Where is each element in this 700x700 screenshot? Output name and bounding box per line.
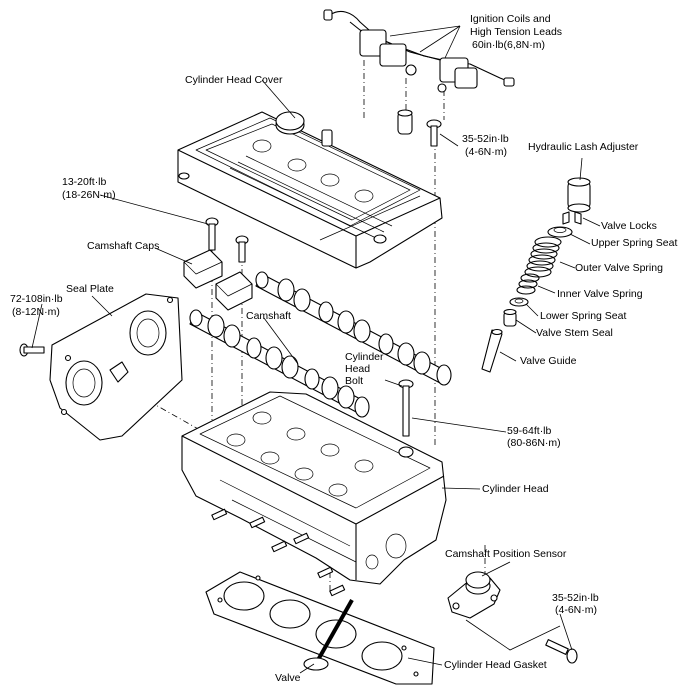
label-bolt-torque-1: 59-64ft·lb [507, 425, 552, 437]
label-cylinder-head: Cylinder Head [482, 483, 549, 495]
label-lower-spring-seat: Lower Spring Seat [540, 310, 627, 322]
sensor-bolt [545, 639, 578, 664]
inner-valve-spring [516, 273, 540, 295]
camshaft-lower [189, 309, 370, 418]
label-sensor-torque-2: (4-6N·m) [555, 604, 597, 616]
cap-bolt-1 [205, 217, 219, 251]
outer-valve-spring [524, 236, 562, 278]
seal-plate [49, 293, 183, 441]
cylinder-head-gasket [205, 571, 435, 685]
camshaft-position-sensor [447, 571, 501, 619]
label-sensor-torque-1: 35-52in·lb [552, 592, 599, 604]
upper-spring-seat [547, 226, 573, 238]
hydraulic-lash-adjuster [567, 177, 591, 213]
seal-plate-bolt [19, 343, 45, 357]
label-valve-stem-seal: Valve Stem Seal [536, 327, 613, 339]
label-seal-torque-2: (8-12N·m) [12, 306, 60, 318]
label-cylinder-head-cover: Cylinder Head Cover [185, 74, 283, 86]
label-coils-torque: 60in·lb(6,8N·m) [472, 39, 545, 51]
camshaft-caps [183, 249, 253, 311]
label-camshaft-position-sensor: Camshaft Position Sensor [445, 548, 567, 560]
ignition-coils [323, 9, 515, 93]
camshaft-upper [255, 271, 452, 386]
cap-bolt-2 [235, 235, 249, 263]
label-seal-torque-1: 72-108in·lb [10, 293, 63, 305]
valve-guide [481, 328, 503, 373]
cover-grommet [397, 109, 413, 135]
label-bolt-torque-2: (80-86N·m) [507, 437, 561, 449]
cylinder-head [181, 391, 447, 585]
label-inner-valve-spring: Inner Valve Spring [557, 288, 643, 300]
label-head-bolt-3: Bolt [345, 375, 364, 387]
exhaust-studs [211, 508, 346, 597]
cylinder-head-bolt [398, 379, 414, 437]
label-hydraulic-lash-adjuster: Hydraulic Lash Adjuster [528, 141, 639, 153]
label-cylinder-head-gasket: Cylinder Head Gasket [444, 659, 547, 671]
label-upper-spring-seat: Upper Spring Seat [591, 237, 678, 249]
label-valve: Valve [275, 672, 301, 684]
label-cover-torque-2: (4-6N·m) [465, 146, 507, 158]
label-ignition-coils-1: Ignition Coils and [470, 13, 551, 25]
cylinder-head-cover [177, 111, 443, 269]
label-ignition-coils-2: High Tension Leads [470, 26, 563, 38]
label-cover-torque-1: 35-52in·lb [462, 133, 509, 145]
label-valve-locks: Valve Locks [601, 220, 657, 232]
label-head-bolt-2: Head [345, 363, 371, 375]
label-cap-torque-2: (18-26N·m) [62, 189, 116, 201]
label-camshaft: Camshaft [246, 310, 291, 322]
valve-locks [562, 211, 582, 225]
leader-lines [31, 25, 601, 674]
label-cap-torque-1: 13-20ft·lb [62, 176, 107, 188]
label-valve-guide: Valve Guide [520, 355, 577, 367]
cover-bolt [426, 119, 442, 147]
label-head-bolt-1: Cylinder [345, 351, 384, 363]
valve-stem-seal [503, 308, 517, 327]
label-outer-valve-spring: Outer Valve Spring [575, 262, 663, 274]
label-camshaft-caps: Camshaft Caps [87, 240, 160, 252]
lower-spring-seat [509, 297, 529, 307]
label-seal-plate: Seal Plate [66, 283, 114, 295]
